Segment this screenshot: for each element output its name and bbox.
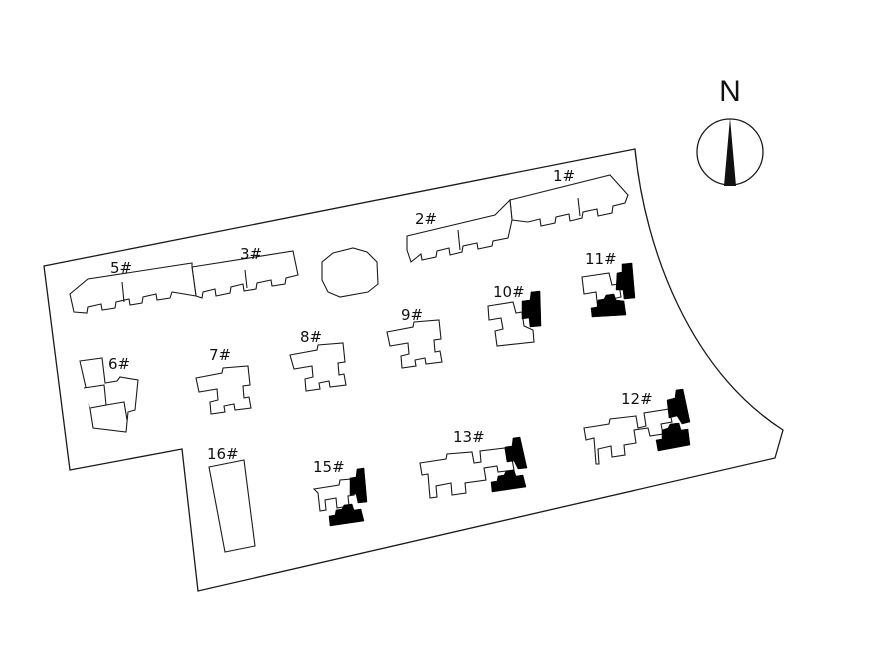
building-2: 2#	[406, 198, 513, 263]
building-3-label: 3#	[240, 245, 262, 263]
building-7: 7#	[195, 346, 252, 415]
north-arrow-icon	[724, 118, 736, 186]
building-13: 13#	[419, 428, 528, 499]
building-9-label: 9#	[401, 306, 423, 324]
building-16: 16#	[207, 445, 256, 553]
building-11: 11#	[581, 250, 636, 318]
building-15: 15#	[312, 458, 368, 527]
building-9: 9#	[386, 306, 443, 369]
building-12: 12#	[583, 388, 691, 465]
building-6: 6#	[79, 355, 139, 433]
building-2-label: 2#	[415, 210, 437, 228]
site-boundary	[43, 148, 784, 592]
building-1: 1#	[509, 167, 629, 227]
building-11-label: 11#	[585, 250, 617, 268]
building-8-label: 8#	[300, 328, 322, 346]
north-label: N	[719, 75, 741, 108]
building-1-label: 1#	[553, 167, 575, 185]
building-15-label: 15#	[313, 458, 345, 476]
building-16-label: 16#	[207, 445, 239, 463]
building-5-label: 5#	[110, 259, 132, 277]
building-10-label: 10#	[493, 283, 525, 301]
building-10: 10#	[487, 283, 542, 347]
building-13-label: 13#	[453, 428, 485, 446]
building-8: 8#	[289, 328, 347, 392]
building-3: 3#	[191, 245, 299, 299]
clubhouse-building	[321, 247, 379, 298]
building-6-label: 6#	[108, 355, 130, 373]
building-5: 5#	[69, 259, 197, 314]
north-arrow: N	[696, 75, 764, 186]
building-7-label: 7#	[209, 346, 231, 364]
building-12-label: 12#	[621, 390, 653, 408]
